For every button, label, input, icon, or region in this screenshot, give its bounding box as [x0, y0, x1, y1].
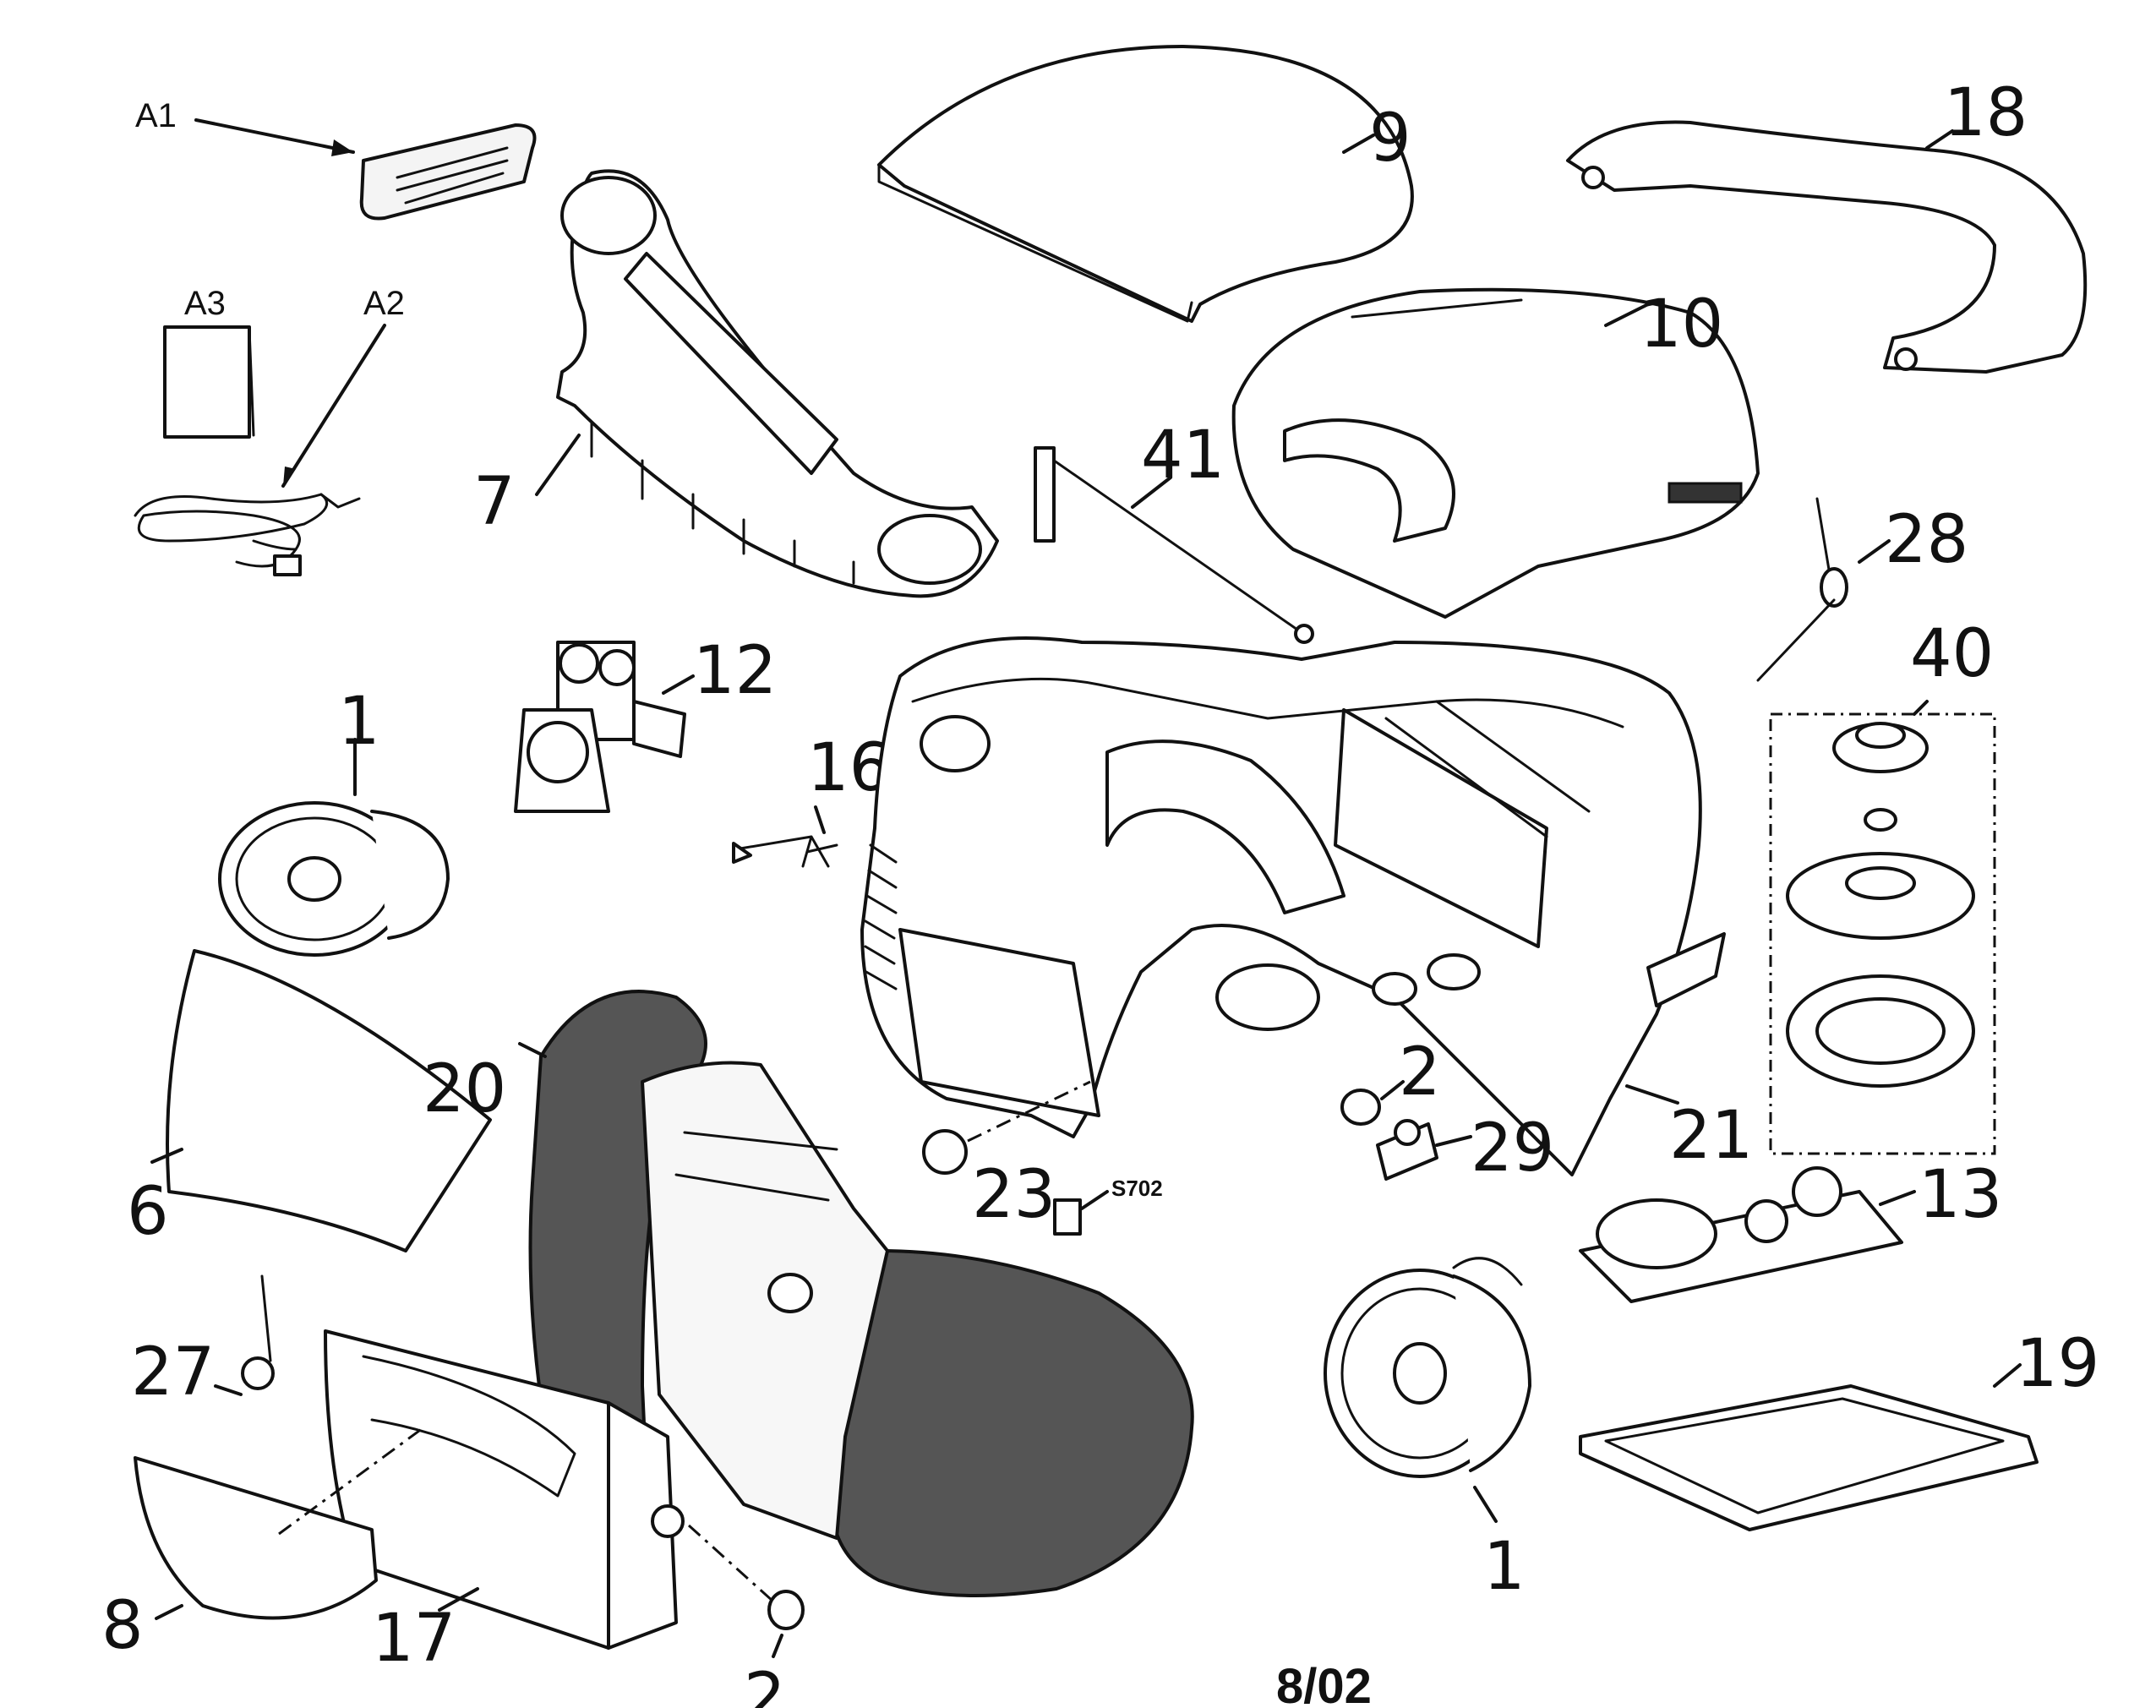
switch-assembly-13-part [1579, 1166, 1903, 1303]
wire-clip-part [732, 835, 838, 868]
speaker-right-part [1324, 1257, 1531, 1478]
label-41: 41 [1141, 417, 1225, 494]
label-7: 7 [473, 464, 516, 540]
tuning-knob-part [922, 1129, 968, 1175]
label-17: 17 [372, 1601, 456, 1677]
label-8: 8 [101, 1588, 144, 1664]
power-cord-part [134, 493, 361, 576]
torsion-spring-part [1756, 497, 1848, 682]
label-20: 20 [423, 1051, 506, 1127]
label-1a: 1 [338, 684, 380, 760]
top-lid-part [877, 45, 1414, 323]
knob-27-part [241, 1274, 275, 1390]
cassette-door-part [134, 1456, 378, 1620]
main-cabinet-part [860, 636, 1726, 1176]
date-code: 8/02 [1276, 1659, 1372, 1708]
label-A2: A2 [363, 285, 405, 322]
manual-booklet-part [163, 325, 255, 439]
label-29: 29 [1471, 1110, 1554, 1187]
knob-2-upper-part [1340, 1089, 1381, 1126]
telescopic-antenna-part [1034, 446, 1314, 644]
label-A1: A1 [135, 97, 177, 134]
label-2a: 2 [1399, 1034, 1441, 1110]
label-13: 13 [1919, 1157, 2002, 1233]
switch-s702-part [1053, 1198, 1082, 1236]
label-27: 27 [131, 1334, 215, 1411]
turntable-assembly-part [1786, 722, 1975, 1088]
front-grille-panel-part [166, 949, 492, 1252]
label-28: 28 [1885, 502, 1968, 578]
knob-2-lower-part [767, 1590, 805, 1630]
label-A3: A3 [184, 285, 226, 322]
label-12: 12 [693, 633, 777, 709]
label-6: 6 [127, 1174, 169, 1250]
label-23: 23 [972, 1157, 1056, 1233]
speaker-left-part [218, 801, 450, 957]
cd-lid-part [1231, 287, 1760, 619]
label-9: 9 [1369, 101, 1411, 177]
front-panel-frame-part [556, 169, 999, 598]
label-19: 19 [2016, 1326, 2099, 1402]
battery-door-part [1579, 1384, 2039, 1531]
label-40: 40 [1910, 616, 1994, 692]
label-1b: 1 [1483, 1529, 1526, 1605]
switch-assembly-12-part [514, 641, 686, 813]
label-10: 10 [1640, 286, 1723, 363]
label-s702: S702 [1111, 1176, 1163, 1201]
carry-handle-part [1566, 120, 2088, 374]
label-21: 21 [1669, 1098, 1753, 1174]
lever-29-part [1376, 1119, 1438, 1181]
remote-control-part [359, 123, 537, 221]
front-bezel-part [324, 1329, 685, 1650]
label-18: 18 [1944, 75, 2028, 151]
label-2b: 2 [744, 1660, 786, 1708]
